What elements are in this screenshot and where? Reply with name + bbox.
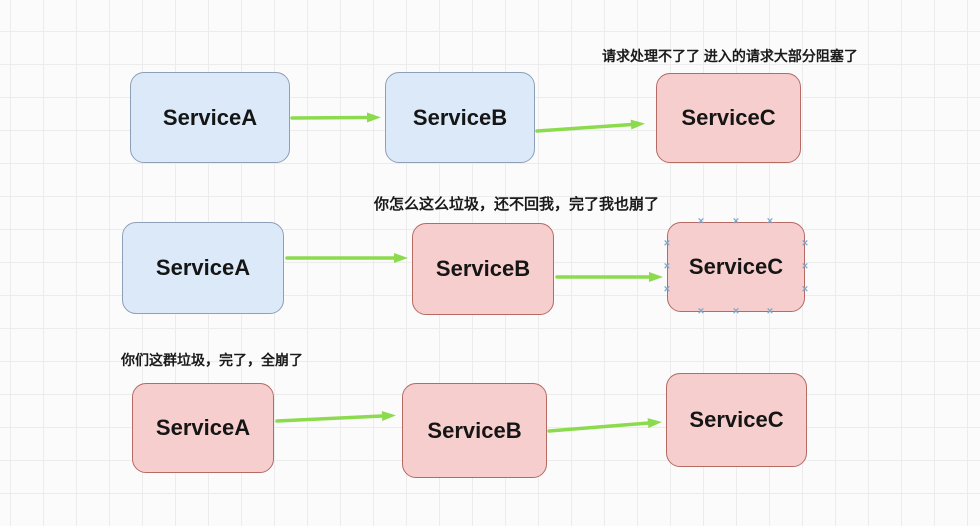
node-label: ServiceA	[162, 104, 258, 130]
connection-point-icon[interactable]: ×	[801, 283, 809, 296]
annotation-row3-servicea: 你们这群垃圾，完了，全崩了	[121, 352, 303, 368]
connection-point-icon[interactable]: ×	[801, 237, 809, 250]
node-label: ServiceA	[155, 415, 251, 440]
node-label: ServiceB	[427, 417, 522, 443]
node-servicea-row1[interactable]: ServiceA	[130, 72, 290, 163]
connection-point-icon[interactable]: ×	[732, 305, 740, 318]
node-label: ServiceC	[688, 254, 784, 279]
connection-point-icon[interactable]: ×	[663, 283, 671, 296]
node-serviceb-row2[interactable]: ServiceB	[412, 223, 554, 315]
connection-point-icon[interactable]: ×	[663, 260, 671, 273]
node-servicea-row2[interactable]: ServiceA	[122, 222, 284, 314]
arrow-row1-a-to-b[interactable]	[290, 112, 381, 123]
arrow-row3-a-to-b[interactable]	[275, 411, 396, 423]
node-serviceb-row3[interactable]: ServiceB	[402, 383, 547, 478]
connection-point-icon[interactable]: ×	[801, 260, 809, 273]
node-servicec-row3[interactable]: ServiceC	[666, 373, 807, 467]
node-servicea-row3[interactable]: ServiceA	[132, 383, 274, 473]
node-servicec-row2[interactable]: ServiceC	[667, 222, 805, 312]
annotation-row1-servicec: 请求处理不了了 进入的请求大部分阻塞了	[602, 48, 858, 64]
node-label: ServiceC	[689, 407, 784, 432]
connection-point-icon[interactable]: ×	[697, 305, 705, 318]
node-label: ServiceA	[155, 255, 251, 280]
node-label: ServiceC	[681, 105, 776, 130]
connection-point-icon[interactable]: ×	[732, 215, 740, 228]
connection-point-icon[interactable]: ×	[663, 237, 671, 250]
node-servicec-row1[interactable]: ServiceC	[656, 73, 801, 163]
node-serviceb-row1[interactable]: ServiceB	[385, 72, 535, 163]
node-label: ServiceB	[412, 104, 508, 130]
node-label: ServiceB	[435, 256, 531, 281]
connection-point-icon[interactable]: ×	[766, 305, 774, 318]
arrow-row1-b-to-c[interactable]	[535, 119, 645, 133]
annotation-row2-serviceb: 你怎么这么垃圾，还不回我，完了我也崩了	[374, 196, 660, 213]
arrow-row3-b-to-c[interactable]	[547, 418, 662, 433]
connection-point-icon[interactable]: ×	[697, 215, 705, 228]
connection-point-icon[interactable]: ×	[766, 215, 774, 228]
